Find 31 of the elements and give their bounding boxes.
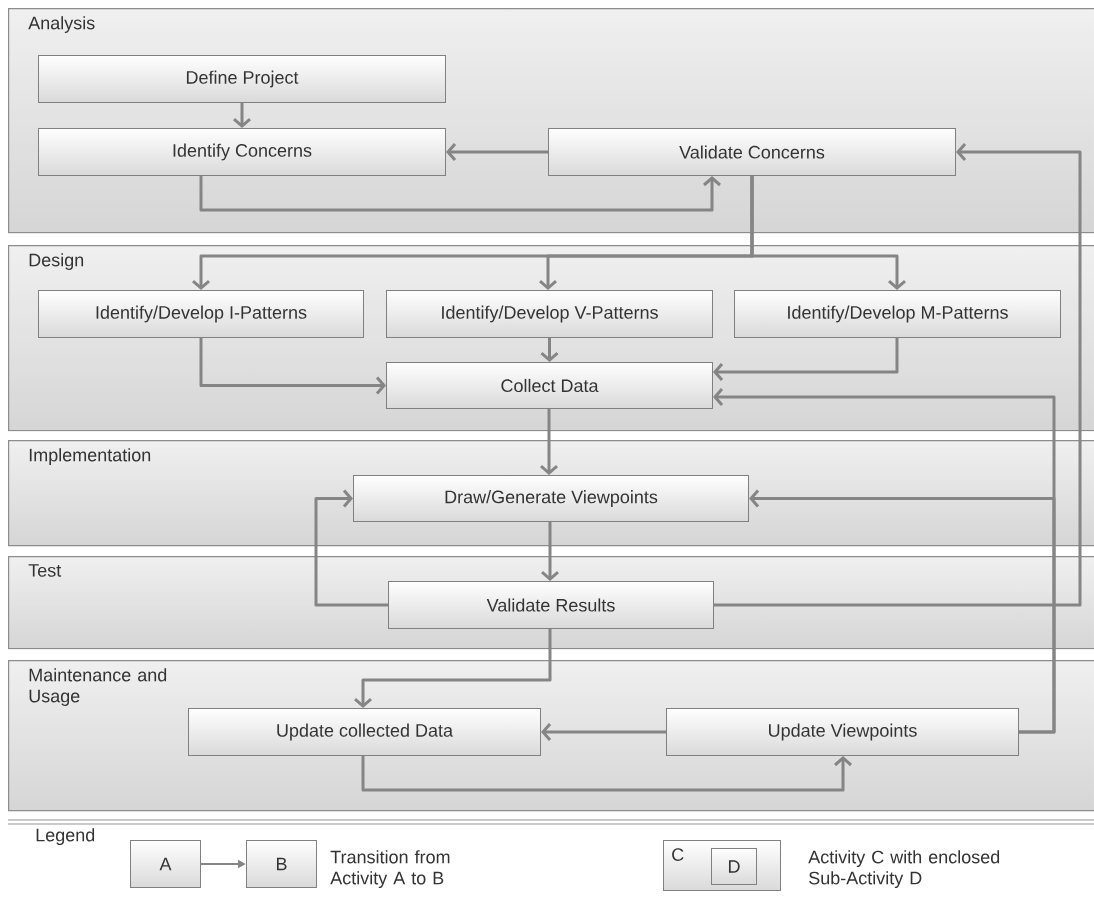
activity-box: Collect Data	[386, 362, 713, 409]
activity-box: Identify/Develop M-Patterns	[734, 290, 1061, 338]
activity-box: Identify Concerns	[38, 128, 446, 176]
activity-box: A	[130, 840, 201, 888]
activity-box: Identify/Develop I-Patterns	[38, 290, 364, 338]
activity-box: Update Viewpoints	[666, 708, 1019, 756]
activity-box: Validate Results	[388, 581, 714, 629]
arrow	[713, 338, 899, 381]
arrow	[361, 756, 852, 792]
arrow	[540, 409, 558, 475]
activity-box: D	[711, 848, 757, 885]
activity-box: Validate Concerns	[548, 128, 956, 176]
legend-text: Activity C with enclosed Sub-Activity D	[808, 850, 1000, 888]
arrow	[749, 489, 1056, 734]
arrow	[750, 176, 906, 290]
arrow	[354, 629, 552, 708]
legend-text: Legend	[36, 828, 95, 845]
activity-box: Define Project	[38, 55, 446, 103]
arrow	[541, 522, 559, 581]
arrow	[540, 338, 559, 362]
arrow	[233, 103, 251, 128]
activity-box: Draw/Generate Viewpoints	[353, 475, 749, 522]
arrow	[714, 143, 1082, 607]
arrow	[446, 143, 548, 161]
arrow	[199, 338, 386, 395]
arrow	[541, 723, 666, 741]
activity-box: Update collected Data	[188, 708, 541, 756]
arrow	[314, 489, 388, 607]
arrow	[199, 176, 721, 212]
activity-box: B	[246, 840, 317, 888]
activity-box: Identify/Develop V-Patterns	[386, 290, 713, 338]
